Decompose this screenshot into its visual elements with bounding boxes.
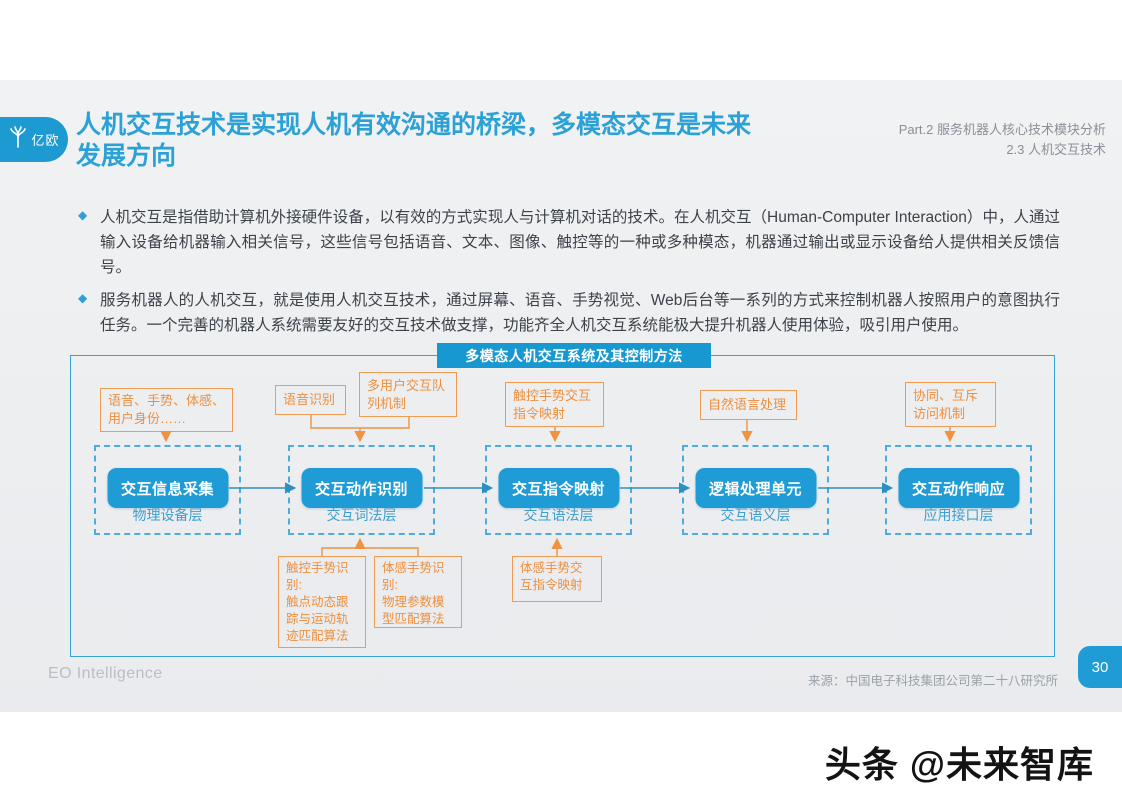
stage-application-interface-layer: 交互动作响应 应用接口层 <box>885 445 1032 535</box>
label-speech-recognition: 语音识别 <box>275 385 346 415</box>
stage-syntax-layer: 交互指令映射 交互语法层 <box>485 445 632 535</box>
label-motion-gesture-mapping: 体感手势交 互指令映射 <box>512 556 602 602</box>
section-reference: Part.2 服务机器人核心技术模块分析 2.3 人机交互技术 <box>806 120 1106 160</box>
stage-layer-label: 交互语法层 <box>523 507 594 523</box>
bullet-text-1: 人机交互是指借助计算机外接硬件设备，以有效的方式实现人与计算机对话的技术。在人机… <box>100 209 1060 277</box>
bullet-item-1: ◆ 人机交互是指借助计算机外接硬件设备，以有效的方式实现人与计算机对话的技术。在… <box>78 205 1060 280</box>
stage-box-action-recognition: 交互动作识别 <box>301 468 422 508</box>
label-coordination-mutex: 协同、互斥 访问机制 <box>905 382 996 427</box>
bullet-item-2: ◆ 服务机器人的人机交互，就是使用人机交互技术，通过屏幕、语音、手势视觉、Web… <box>78 288 1060 338</box>
label-motion-gesture-algorithm: 体感手势识 别: 物理参数模 型匹配算法 <box>374 556 462 628</box>
page-number-badge: 30 <box>1078 646 1122 688</box>
branch-logo-icon <box>8 125 28 154</box>
eo-logo: 亿欧 <box>0 117 68 162</box>
eo-intelligence-brand: EO Intelligence <box>48 665 163 682</box>
diamond-bullet-icon: ◆ <box>78 291 88 305</box>
stage-box-logic-unit: 逻辑处理单元 <box>695 468 816 508</box>
diamond-bullet-icon: ◆ <box>78 208 88 222</box>
page-title: 人机交互技术是实现人机有效沟通的桥梁，多模态交互是未来 发展方向 <box>76 111 752 170</box>
stage-box-command-mapping: 交互指令映射 <box>498 468 619 508</box>
label-touch-gesture-algorithm: 触控手势识 别: 触点动态跟 踪与运动轨 迹匹配算法 <box>278 556 366 648</box>
stage-physical-device-layer: 交互信息采集 物理设备层 <box>94 445 241 535</box>
slide-background <box>0 80 1122 712</box>
diagram-title: 多模态人机交互系统及其控制方法 <box>437 343 711 368</box>
stage-layer-label: 物理设备层 <box>132 507 203 523</box>
stage-semantic-layer: 逻辑处理单元 交互语义层 <box>682 445 829 535</box>
logo-brand-text: 亿欧 <box>31 133 60 148</box>
label-input-modalities: 语音、手势、体感、 用户身份…… <box>100 388 233 432</box>
stage-lexical-layer: 交互动作识别 交互词法层 <box>288 445 435 535</box>
bullet-text-2: 服务机器人的人机交互，就是使用人机交互技术，通过屏幕、语音、手势视觉、Web后台… <box>100 292 1060 335</box>
label-nlp: 自然语言处理 <box>700 390 797 420</box>
stage-layer-label: 交互语义层 <box>720 507 791 523</box>
stage-layer-label: 交互词法层 <box>326 507 397 523</box>
part-line-1: Part.2 服务机器人核心技术模块分析 <box>898 122 1106 137</box>
stage-layer-label: 应用接口层 <box>923 507 994 523</box>
stage-box-action-response: 交互动作响应 <box>898 468 1019 508</box>
label-touch-gesture-mapping: 触控手势交互 指令映射 <box>505 382 604 427</box>
toutiao-watermark: 头条 @未来智库 <box>824 744 1094 785</box>
label-multiuser-queue: 多用户交互队 列机制 <box>359 372 457 417</box>
part-line-2: 2.3 人机交互技术 <box>1006 142 1106 158</box>
source-note: 来源：中国电子科技集团公司第二十八研究所 <box>807 674 1058 688</box>
stage-box-info-collection: 交互信息采集 <box>107 468 228 508</box>
